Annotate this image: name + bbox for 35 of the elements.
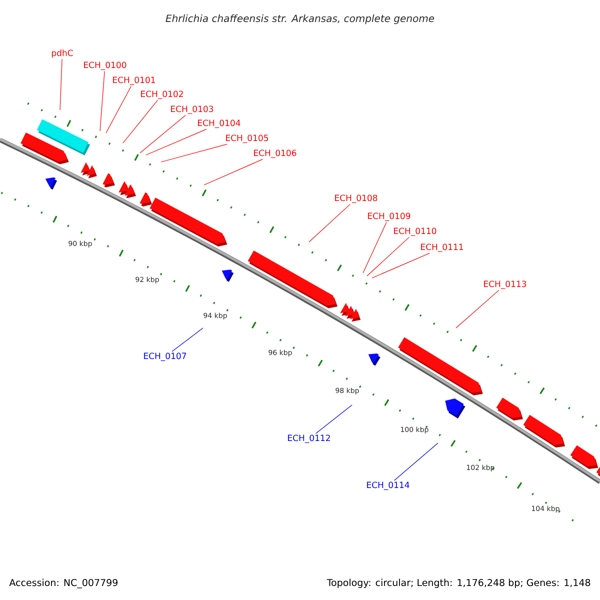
gene-label: ECH_0104 [198,120,240,128]
leader-line [122,100,158,144]
gene-label: ECH_0107 [144,352,186,362]
gene-label: ECH_0111 [421,244,463,252]
gene-label: ECH_0112 [288,434,330,444]
gene-label: ECH_0105 [226,134,268,143]
gene-label: ECH_0103 [171,106,214,114]
leader-line [456,290,500,328]
gene-label: ECH_0114 [367,482,410,490]
gene-label: ECH_0102 [141,90,183,99]
gene-label: ECH_0100 [84,62,126,70]
leader-line [140,114,186,154]
leader-line [60,58,62,110]
title: Ehrlichia chaffeensis str. Arkansas, complete genome [166,14,434,24]
leader-line [362,222,387,274]
gene-label: pdhC [52,50,73,58]
gene-label: ECH_0106 [254,150,296,158]
leader-line [204,158,264,186]
leader-line [372,252,430,278]
leader-line [160,144,228,162]
leader-line [394,442,438,481]
gene-label: ECH_0109 [368,212,410,221]
gene-label: ECH_0108 [335,194,378,203]
leader-line [366,236,410,276]
gene-label: ECH_0113 [484,280,526,289]
leader-line [316,404,352,434]
genome-info-text: Topology: circular; Length: 1,176,248 bp; Genes: 1,148 [326,578,590,588]
leader-line [146,128,207,156]
leader-line [172,328,204,352]
leader-line [100,70,105,132]
gene-label: ECH_0101 [113,76,155,85]
gene-label: ECH_0110 [394,228,436,236]
accession-text: Accession: NC_007799 [9,578,118,588]
leader-line [106,86,132,134]
leader-line [308,204,350,242]
